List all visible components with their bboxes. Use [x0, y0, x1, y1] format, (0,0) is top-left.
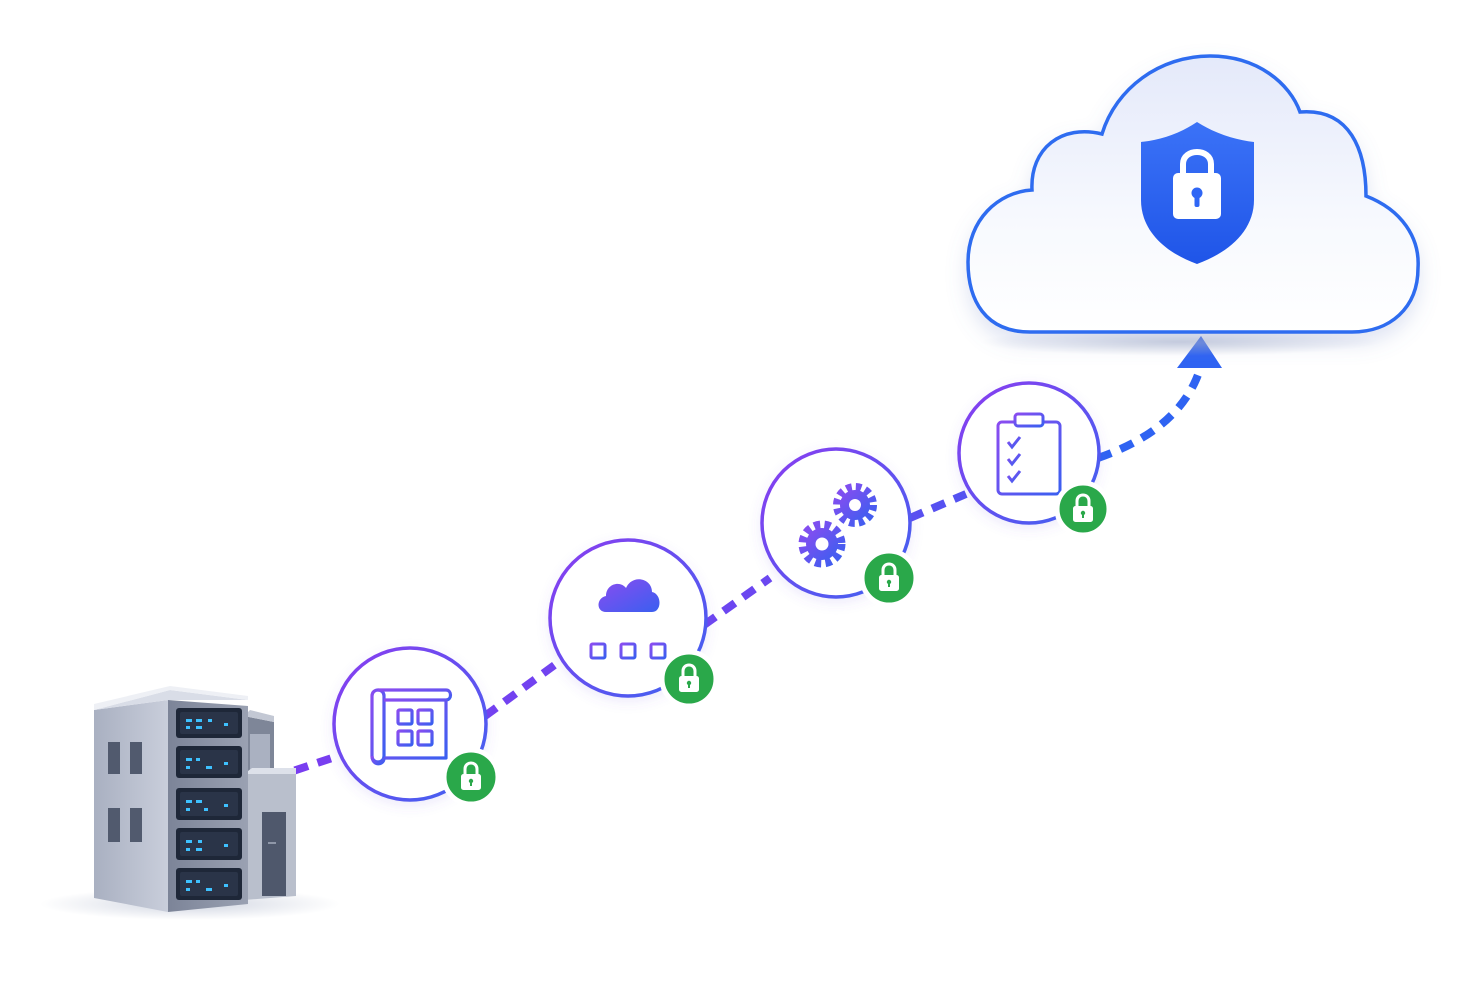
lock-badge: [659, 649, 719, 709]
blueprint-plan-icon: [370, 688, 453, 766]
lock-icon: [1075, 493, 1091, 507]
lock-icon: [681, 663, 697, 677]
lock-badge: [859, 548, 919, 608]
server-rack-icon: [176, 708, 242, 900]
lock-icon: [463, 761, 479, 775]
step-2-architecture: [548, 538, 719, 709]
lock-badge: [441, 747, 501, 807]
step-3-configuration: [760, 447, 919, 608]
lock-icon: [881, 562, 897, 576]
clipboard-checklist-icon: [996, 412, 1062, 496]
cloud-destination: [966, 54, 1420, 356]
gears-icon: [798, 483, 877, 568]
cloud-network-architecture-icon: [589, 579, 667, 660]
shield-lock-icon: [1141, 122, 1254, 264]
step-4-validation: [957, 381, 1112, 538]
step-1-planning: [332, 646, 501, 807]
on-premise-building: [40, 686, 340, 920]
migration-path: [270, 360, 1206, 782]
lock-badge: [1054, 480, 1112, 538]
